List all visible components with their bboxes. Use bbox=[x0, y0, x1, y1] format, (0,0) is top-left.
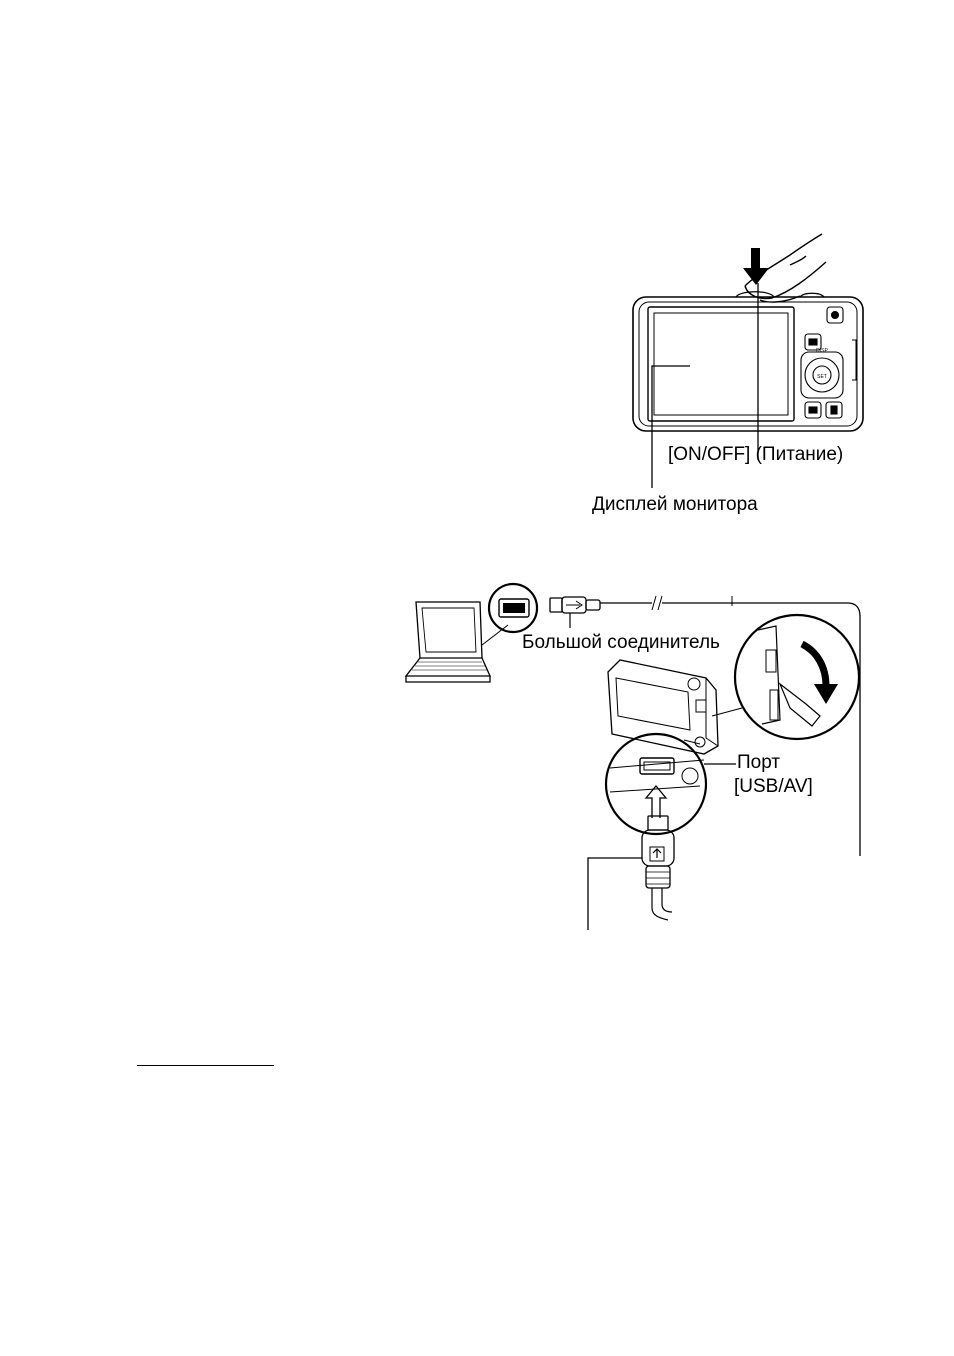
usb-av-port-zoom bbox=[606, 734, 706, 834]
large-connector-icon bbox=[550, 597, 600, 628]
port-label-line2: [USB/AV] bbox=[734, 775, 813, 799]
open-cover-arrow-icon bbox=[802, 644, 838, 704]
insert-arrow-icon bbox=[646, 786, 666, 818]
footnote-separator bbox=[137, 1065, 274, 1066]
large-connector-label: Большой соединитель bbox=[522, 631, 720, 655]
laptop-icon bbox=[406, 602, 490, 682]
camera-side-icon bbox=[608, 660, 718, 754]
port-cover-zoom bbox=[712, 615, 859, 739]
port-label-line1: Порт bbox=[737, 751, 780, 775]
